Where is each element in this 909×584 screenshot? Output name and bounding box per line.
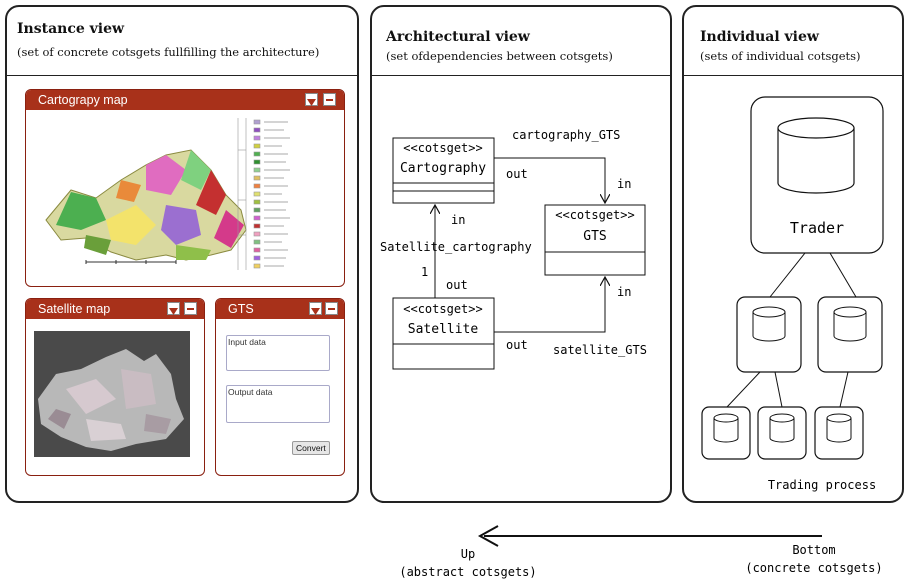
cartography-gts-connector — [494, 157, 605, 203]
gts-in-bottom-label: in — [617, 285, 631, 299]
gts-window: GTS Input data Output data Convert — [215, 298, 345, 476]
legend-entry-lines — [264, 121, 290, 267]
satellite-window-title: Satellite map — [38, 302, 111, 316]
minimize-icon[interactable] — [325, 302, 338, 315]
cartography-stereotype: <<cotsget>> — [403, 141, 482, 155]
cartography-map-window: Cartograpy map — [25, 89, 345, 287]
architectural-view-title: Architectural view — [386, 29, 530, 45]
minimize-icon[interactable] — [184, 302, 197, 315]
satellite-component: <<cotsget>> Satellite — [392, 297, 495, 370]
cartography-window-title: Cartograpy map — [38, 93, 128, 107]
instance-view-title: Instance view — [17, 21, 125, 37]
individual-view-title: Individual view — [700, 29, 819, 45]
gts-name: GTS — [583, 229, 606, 244]
satellite-name: Satellite — [408, 322, 479, 337]
satellite-gts-label: satellite_GTS — [553, 343, 647, 357]
input-data-field[interactable] — [226, 335, 330, 371]
individual-view-header: Individual view (sets of individual cots… — [684, 7, 902, 76]
cartography-window-titlebar: Cartograpy map — [26, 90, 344, 110]
gts-window-title: GTS — [228, 302, 254, 316]
architectural-view-header: Architectural view (set ofdependencies b… — [372, 7, 670, 76]
output-data-field[interactable] — [226, 385, 330, 423]
output-data-label: Output data — [228, 387, 273, 397]
convert-button[interactable]: Convert — [292, 441, 330, 455]
satellite-map-window: Satellite map — [25, 298, 205, 476]
individual-view-subtitle: (sets of individual cotsgets) — [700, 49, 861, 63]
map-legend — [237, 118, 261, 270]
dropdown-icon[interactable] — [309, 302, 322, 315]
cartography-out-label: out — [506, 167, 528, 181]
cartography-map — [45, 118, 290, 270]
minimize-icon[interactable] — [323, 93, 336, 106]
input-data-label: Input data — [228, 337, 266, 347]
cartography-component: <<cotsget>> Cartography — [392, 137, 495, 204]
multiplicity-label: 1 — [421, 265, 428, 279]
gts-window-titlebar: GTS — [216, 299, 344, 319]
satellite-stereotype: <<cotsget>> — [403, 302, 482, 316]
dropdown-icon[interactable] — [167, 302, 180, 315]
satellite-map — [34, 331, 190, 457]
cartography-gts-label: cartography_GTS — [512, 128, 620, 142]
satellite-window-titlebar: Satellite map — [26, 299, 204, 319]
individual-view-panel: Individual view (sets of individual cots… — [682, 5, 904, 503]
satellite-gts-connector — [494, 277, 605, 333]
architectural-view-subtitle: (set ofdependencies between cotsgets) — [386, 49, 613, 63]
instance-view-panel: Instance view (set of concrete cotsgets … — [5, 5, 359, 503]
instance-view-header: Instance view (set of concrete cotsgets … — [7, 7, 357, 76]
cartography-name: Cartography — [400, 161, 486, 176]
gts-in-top-label: in — [617, 177, 631, 191]
gts-component: <<cotsget>> GTS — [544, 204, 646, 276]
cartography-in-label: in — [451, 213, 465, 227]
instance-view-subtitle: (set of concrete cotsgets fullfilling th… — [17, 45, 320, 59]
satellite-out-top-label: out — [446, 278, 468, 292]
satellite-out-label: out — [506, 338, 528, 352]
dropdown-icon[interactable] — [305, 93, 318, 106]
gts-stereotype: <<cotsget>> — [555, 208, 634, 222]
satellite-cartography-label: Satellite_cartography — [380, 240, 532, 254]
